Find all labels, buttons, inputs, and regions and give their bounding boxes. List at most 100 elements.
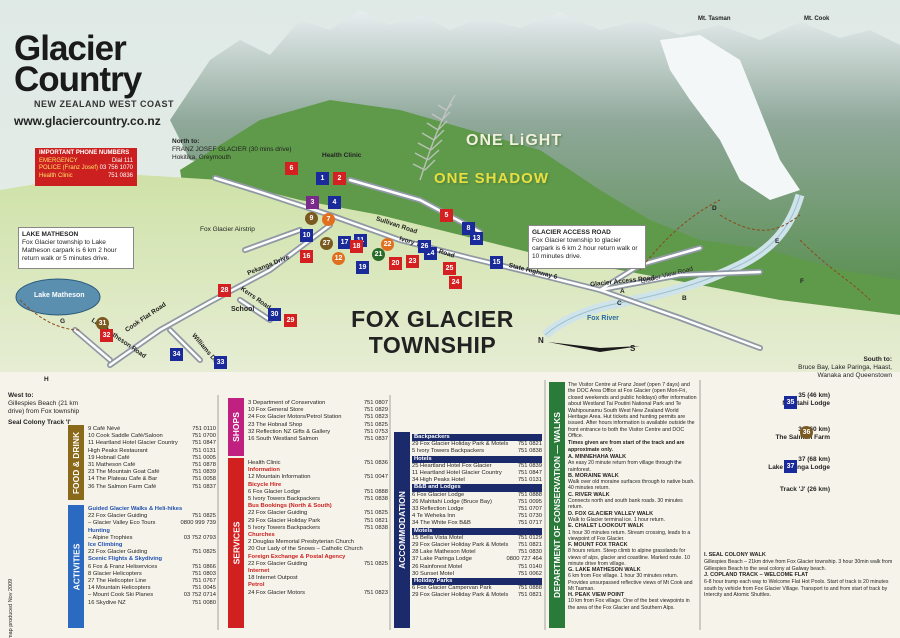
west-directions: West to: Gillespies Beach (21 km drive) … xyxy=(8,392,80,426)
list-heading: Bus Bookings (North & South) xyxy=(248,503,332,510)
map-marker-15[interactable]: 15 xyxy=(490,256,503,269)
map-marker-26[interactable]: 26 xyxy=(418,240,431,253)
list-item-name: 5 Ivory Towers Backpackers xyxy=(248,496,321,503)
map-marker-6[interactable]: 6 xyxy=(285,162,298,175)
school-label: School xyxy=(231,306,255,313)
map-marker-34[interactable]: 34 xyxy=(170,348,183,361)
river-outline xyxy=(544,194,801,336)
map-marker-4[interactable]: 4 xyxy=(328,196,341,209)
map-marker-30[interactable]: 30 xyxy=(268,308,281,321)
map-marker-2[interactable]: 2 xyxy=(333,172,346,185)
map-marker-33[interactable]: 33 xyxy=(214,356,227,369)
walk-letter-g: G xyxy=(60,318,66,325)
list-heading: Churches xyxy=(248,532,275,539)
walk-description: An easy 20 minute return from village th… xyxy=(568,460,682,473)
distance-tag: 35 (46 km) xyxy=(798,392,830,399)
walk-title: J. COPLAND TRACK – WELCOME FLAT xyxy=(704,572,809,579)
list-item-phone: 751 0767 xyxy=(191,578,216,585)
activities-section-tab: ACTIVITIES xyxy=(68,505,84,628)
walk-title: I. SEAL COLONY WALK xyxy=(704,552,766,558)
list-item-name: Health Clinic xyxy=(248,460,281,466)
list-item-name: 19 Hobnail Café xyxy=(88,454,130,461)
list-item-phone: 751 0140 xyxy=(517,563,542,570)
list-heading: Internet xyxy=(248,568,270,575)
list-item-phone: 751 0839 xyxy=(191,469,216,476)
map-marker-25[interactable]: 25 xyxy=(443,262,456,275)
map-marker-7[interactable]: 7 xyxy=(322,213,335,226)
map-marker-18[interactable]: 18 xyxy=(350,240,363,253)
walk-description: 10 km from Fox village. One of the best … xyxy=(568,598,690,611)
map-marker-13[interactable]: 13 xyxy=(470,232,483,245)
logo-line2: Country xyxy=(14,60,142,99)
list-item-name: 22 Fox Glacier Guiding xyxy=(88,513,148,520)
map-marker-31[interactable]: 31 xyxy=(96,317,109,330)
list-item-phone: 751 0838 xyxy=(363,524,388,531)
list-item-name: 27 The Helicopter Line xyxy=(88,578,147,585)
list-item-phone: 751 0825 xyxy=(363,560,388,567)
list-item-name: 11 Heartland Hotel Glacier Country xyxy=(88,440,178,447)
map-marker-27[interactable]: 27 xyxy=(320,237,333,250)
directory-panel xyxy=(0,372,900,638)
map-marker-8[interactable]: 8 xyxy=(462,222,475,235)
map-marker-22[interactable]: 22 xyxy=(381,238,394,251)
list-item-phone: 0800 999 739 xyxy=(180,520,216,527)
walk-description: Walk over old moraine surfaces through t… xyxy=(568,479,695,492)
map-marker-29[interactable]: 29 xyxy=(284,314,297,327)
list-item-name: 16 Skydive NZ xyxy=(88,599,126,606)
watermark-line1: ONE LiGHT xyxy=(466,132,563,149)
map-marker-12[interactable]: 12 xyxy=(332,252,345,265)
map-marker-3[interactable]: 3 xyxy=(306,196,319,209)
list-item-phone: 751 0821 xyxy=(517,542,542,549)
walk-letter-a: A xyxy=(620,288,625,295)
list-item-phone: 751 0131 xyxy=(517,477,542,484)
list-item-phone: 751 0110 xyxy=(192,426,216,432)
map-marker-9[interactable]: 9 xyxy=(305,212,318,225)
list-item: 26 Mahitahi Lodge (Bruce Bay)751 0095 xyxy=(412,499,542,506)
map-marker-19[interactable]: 19 xyxy=(356,261,369,274)
map-marker-16[interactable]: 16 xyxy=(300,250,313,263)
walk-title: D. FOX GLACIER VALLEY WALK xyxy=(568,510,654,517)
list-item-name: 12 Mountain Information xyxy=(248,474,311,481)
map-marker-35[interactable]: 35 xyxy=(784,396,797,409)
walk-description: 6 km from Fox village. 1 hour 30 minutes… xyxy=(568,573,693,592)
map-marker-10[interactable]: 10 xyxy=(300,229,313,242)
map-marker-23[interactable]: 23 xyxy=(406,255,419,268)
map-marker-24[interactable]: 24 xyxy=(449,276,462,289)
compass-south: S xyxy=(630,344,636,353)
list-item-name: 2 Douglas Memorial Presbyterian Church xyxy=(248,539,354,546)
list-item-phone: 751 0838 xyxy=(363,496,388,503)
list-item-phone: 751 0080 xyxy=(191,599,216,606)
list-item-phone: 751 0821 xyxy=(363,517,388,524)
north-arrow-shape xyxy=(548,342,640,352)
map-marker-20[interactable]: 20 xyxy=(389,257,402,270)
list-item-name: 6 Fox Glacier Campervan Park xyxy=(412,585,492,592)
peak-tasman-label: Mt. Tasman xyxy=(698,16,731,22)
map-marker-32[interactable]: 32 xyxy=(100,329,113,342)
map-marker-17[interactable]: 17 xyxy=(338,236,351,249)
list-item-phone: 751 0838 xyxy=(517,448,542,455)
list-item: 16 Skydive NZ 751 0080 xyxy=(88,600,216,607)
map-marker-28[interactable]: 28 xyxy=(218,284,231,297)
map-marker-5[interactable]: 5 xyxy=(440,209,453,222)
lake-matheson-shape xyxy=(15,278,101,316)
map-marker-37[interactable]: 37 xyxy=(784,460,797,473)
website-link[interactable]: www.glaciercountry.co.nz xyxy=(14,114,161,128)
map-marker-21[interactable]: 21 xyxy=(372,248,385,261)
list-item-name: 29 Fox Glacier Holiday Park & Motels xyxy=(412,592,509,599)
map-marker-1[interactable]: 1 xyxy=(316,172,329,185)
map-marker-36[interactable]: 36 xyxy=(800,426,813,439)
list-item-name: 29 Fox Glacier Holiday Park xyxy=(248,517,321,524)
distance-name: The Salmon Farm xyxy=(775,434,830,441)
list-item: 2 Douglas Memorial Presbyterian Church xyxy=(248,539,388,546)
